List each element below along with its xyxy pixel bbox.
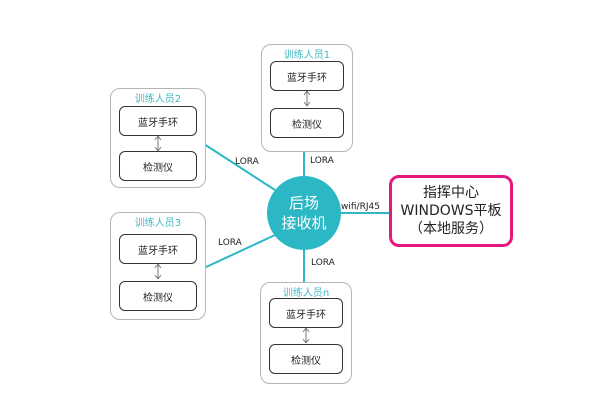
bluetooth-band-box: 蓝牙手环 [119, 106, 197, 136]
bidirectional-arrow-icon [303, 90, 311, 107]
group-title: 训练人员2 [134, 94, 182, 105]
bluetooth-band-box: 蓝牙手环 [269, 298, 343, 328]
detector-box: 检测仪 [119, 281, 197, 311]
hub-label-line1: 后场 [288, 194, 319, 212]
trainee-group-1: 训练人员1 蓝牙手环 检测仪 [261, 44, 353, 152]
link-line-2 [203, 143, 276, 191]
trainee-group-n: 训练人员n 蓝牙手环 检测仪 [260, 282, 352, 384]
command-center-line1: 指挥中心 [423, 185, 479, 201]
command-center-line2: WINDOWS平板 [400, 203, 502, 219]
field-receiver-hub: 后场 接收机 [267, 176, 341, 250]
trainee-group-3: 训练人员3 蓝牙手环 检测仪 [110, 212, 206, 320]
bluetooth-band-box: 蓝牙手环 [270, 61, 344, 91]
wifi-rj45-label: wifi/RJ45 [341, 202, 380, 212]
bidirectional-arrow-icon [154, 263, 162, 280]
detector-box: 检测仪 [270, 108, 344, 138]
bluetooth-band-box: 蓝牙手环 [119, 234, 197, 264]
command-center-box: 指挥中心 WINDOWS平板 （本地服务） [389, 175, 513, 247]
detector-box: 检测仪 [119, 151, 197, 181]
hub-label-line2: 接收机 [281, 214, 327, 232]
group-title: 训练人员3 [134, 218, 182, 229]
lora-label-1: LORA [310, 156, 334, 166]
link-line-3 [203, 234, 276, 269]
lora-label-2: LORA [235, 157, 259, 167]
lora-label-n: LORA [311, 258, 335, 268]
trainee-group-2: 训练人员2 蓝牙手环 检测仪 [110, 88, 206, 188]
group-title: 训练人员n [282, 288, 330, 299]
detector-box: 检测仪 [269, 344, 343, 374]
group-title: 训练人员1 [283, 50, 331, 61]
command-center-line3: （本地服务） [409, 221, 493, 237]
bidirectional-arrow-icon [302, 327, 310, 344]
lora-label-3: LORA [218, 238, 242, 248]
bidirectional-arrow-icon [154, 135, 162, 152]
